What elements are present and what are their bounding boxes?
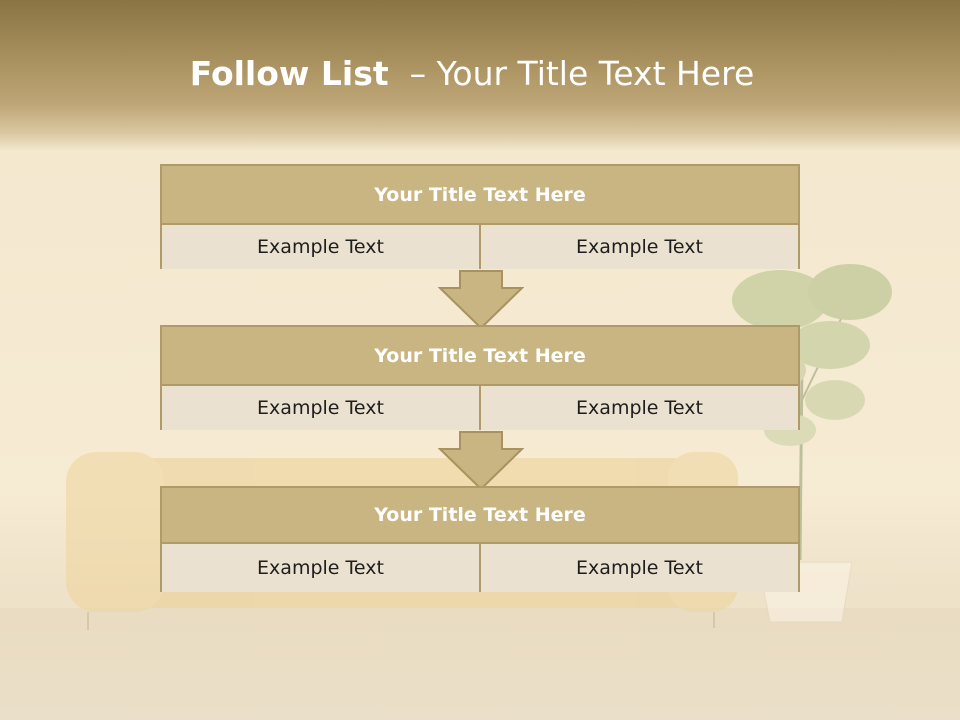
step-cells: Example Text Example Text: [162, 225, 798, 269]
slide-title-bold: Follow List: [189, 54, 389, 93]
header-band: [0, 0, 960, 150]
step-cell-right: Example Text: [479, 544, 798, 592]
floor: [0, 608, 960, 720]
step-title: Your Title Text Here: [162, 327, 798, 386]
step-block-3: Your Title Text Here Example Text Exampl…: [160, 486, 800, 592]
step-block-1: Your Title Text Here Example Text Exampl…: [160, 164, 800, 269]
step-block-2: Your Title Text Here Example Text Exampl…: [160, 325, 800, 430]
slide-title-rest: – Your Title Text Here: [409, 54, 755, 93]
step-title: Your Title Text Here: [162, 488, 798, 544]
step-cells: Example Text Example Text: [162, 544, 798, 592]
down-arrow-icon: [438, 270, 524, 330]
step-title: Your Title Text Here: [162, 166, 798, 225]
slide-title: Follow List – Your Title Text Here: [0, 54, 944, 93]
step-cell-left: Example Text: [162, 386, 479, 430]
down-arrow-icon: [438, 431, 524, 491]
step-cell-left: Example Text: [162, 225, 479, 269]
step-cell-left: Example Text: [162, 544, 479, 592]
step-cell-right: Example Text: [479, 225, 798, 269]
step-cell-right: Example Text: [479, 386, 798, 430]
step-cells: Example Text Example Text: [162, 386, 798, 430]
